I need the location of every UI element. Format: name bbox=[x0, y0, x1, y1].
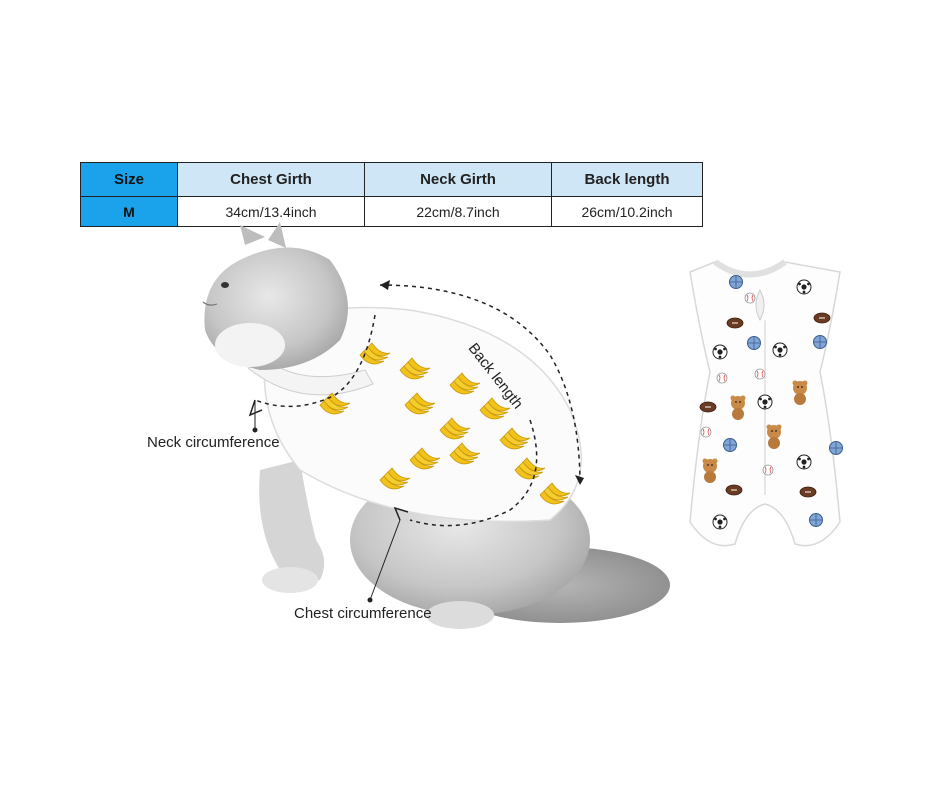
flat-suit-photo bbox=[689, 259, 843, 547]
cell-back-length: 26cm/10.2inch bbox=[551, 196, 703, 227]
measurement-guides bbox=[254, 284, 581, 527]
size-chart-row: M 34cm/13.4inch 22cm/8.7inch 26cm/10.2in… bbox=[80, 196, 703, 227]
cell-neck-girth: 22cm/8.7inch bbox=[364, 196, 552, 227]
size-chart-header-row: Size Chest Girth Neck Girth Back length bbox=[80, 162, 703, 197]
cell-size: M bbox=[80, 196, 178, 227]
cell-chest-girth: 34cm/13.4inch bbox=[177, 196, 365, 227]
neck-guide bbox=[254, 314, 376, 408]
chest-guide bbox=[409, 419, 538, 527]
size-chart-table: Size Chest Girth Neck Girth Back length … bbox=[80, 162, 703, 227]
cat-photo bbox=[202, 222, 670, 629]
chest-circumference-label: Chest circumference bbox=[294, 605, 432, 622]
neck-circumference-label: Neck circumference bbox=[147, 434, 280, 451]
back-length-guide bbox=[379, 284, 581, 486]
header-back-length: Back length bbox=[551, 162, 703, 197]
header-size: Size bbox=[80, 162, 178, 197]
label-leaders bbox=[252, 400, 401, 603]
cat-suit bbox=[263, 306, 582, 523]
